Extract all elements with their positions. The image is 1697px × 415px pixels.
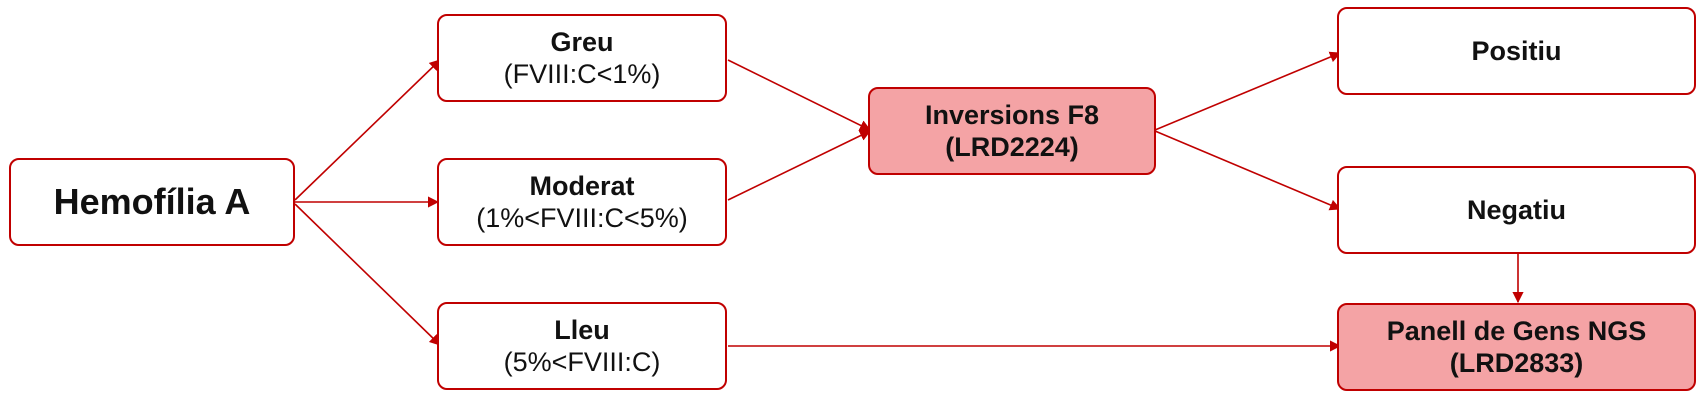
node-hemofilia-a: Hemofília A <box>9 158 295 246</box>
node-lleu-label: Lleu <box>554 314 610 345</box>
node-panell-gens-ngs: Panell de Gens NGS (LRD2833) <box>1337 303 1696 391</box>
node-negatiu-label: Negatiu <box>1466 194 1566 225</box>
node-moderat: Moderat (1%<FVIII:C<5%) <box>437 158 727 246</box>
node-moderat-sublabel: (1%<FVIII:C<5%) <box>476 203 688 233</box>
node-inversions-f8-sublabel: (LRD2224) <box>945 132 1079 162</box>
node-greu-label: Greu <box>550 26 614 57</box>
node-panell-gens-ngs-label: Panell de Gens NGS <box>1386 315 1647 346</box>
edge-hemofilia-greu <box>294 59 441 201</box>
node-moderat-label: Moderat <box>529 170 635 201</box>
edge-inversions-negatiu <box>1154 130 1342 211</box>
node-panell-gens-ngs-sublabel: (LRD2833) <box>1449 348 1584 378</box>
node-negatiu: Negatiu <box>1337 166 1696 254</box>
node-lleu-sublabel: (5%<FVIII:C) <box>503 347 661 377</box>
node-positiu: Positiu <box>1337 7 1696 95</box>
node-hemofilia-a-label: Hemofília A <box>53 181 251 223</box>
node-greu-sublabel: (FVIII:C<1%) <box>503 59 661 89</box>
edge-greu-inversions <box>727 59 872 131</box>
node-inversions-f8-label: Inversions F8 <box>924 99 1100 130</box>
node-inversions-f8: Inversions F8 (LRD2224) <box>868 87 1156 175</box>
edge-hemofilia-lleu <box>294 203 441 346</box>
edge-inversions-positiu <box>1154 51 1342 131</box>
node-greu: Greu (FVIII:C<1%) <box>437 14 727 102</box>
edge-moderat-inversions <box>727 130 872 201</box>
node-positiu-label: Positiu <box>1471 35 1562 66</box>
node-lleu: Lleu (5%<FVIII:C) <box>437 302 727 390</box>
